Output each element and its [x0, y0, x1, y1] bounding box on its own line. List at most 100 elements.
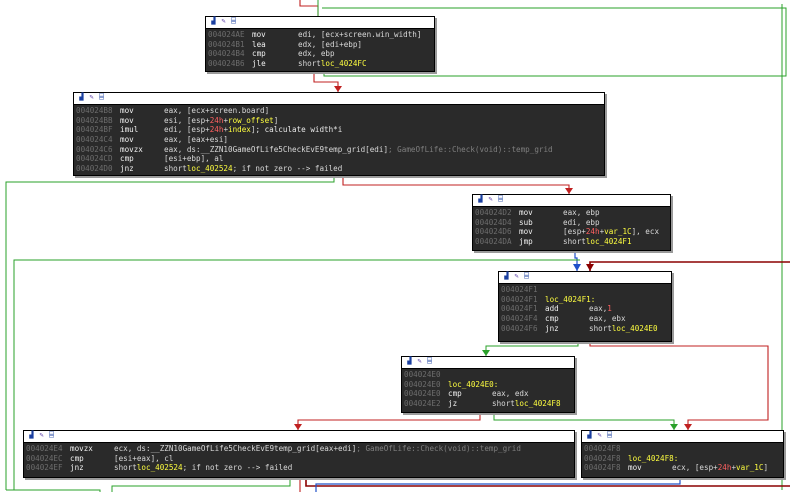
location-label[interactable]: loc_4024F1: — [545, 294, 596, 304]
edge-incoming-red — [299, 0, 319, 16]
block-header: ▟ ✎ ⌸ — [402, 357, 574, 369]
jump-label[interactable]: loc_402524 — [136, 463, 183, 473]
jump-label[interactable]: loc_402524 — [186, 164, 233, 174]
jump-label[interactable]: loc_4024F8 — [514, 399, 561, 409]
operands: ecx, ds:__ZZN10GameOfLife5CheckEvE9temp_… — [114, 444, 357, 453]
address: 004024C4 — [76, 135, 113, 145]
xref-icon[interactable]: ⌸ — [607, 431, 612, 439]
edge-back — [589, 261, 790, 271]
block-header: ▟ ✎ ⌸ — [206, 17, 434, 29]
jump-label[interactable]: loc_4024FC — [320, 59, 367, 69]
xref-icon[interactable]: ⌸ — [231, 17, 236, 25]
graph-icon[interactable]: ▟ — [478, 195, 483, 203]
immediate-value: 1 — [607, 304, 612, 314]
operands: eax, ebp — [563, 208, 600, 217]
operands: short — [114, 463, 137, 473]
graph-icon[interactable]: ▟ — [79, 93, 84, 101]
mnemonic: movzx — [70, 444, 93, 453]
graph-icon[interactable]: ▟ — [29, 431, 34, 439]
rename-icon[interactable]: ✎ — [488, 195, 493, 203]
mnemonic: cmp — [70, 453, 84, 463]
rename-icon[interactable]: ✎ — [417, 357, 422, 365]
location-label[interactable]: loc_4024F8: — [628, 453, 679, 463]
asm-line[interactable]: 004024E0 — [404, 370, 572, 380]
arrow-head — [586, 264, 594, 271]
graph-icon[interactable]: ▟ — [587, 431, 592, 439]
address: 004024B8 — [76, 106, 113, 115]
mnemonic: mov — [628, 463, 642, 473]
xref-icon[interactable]: ⌸ — [524, 272, 529, 280]
asm-line[interactable]: 004024E0 loc_4024E0: — [404, 380, 572, 390]
edge-jnz-true — [5, 174, 335, 490]
asm-line[interactable]: 004024F8 — [584, 444, 781, 454]
address: 004024B6 — [208, 59, 245, 69]
operands: eax, [ecx+screen.board] — [164, 106, 270, 115]
edge-bottom-red — [305, 476, 790, 487]
xref-icon[interactable]: ⌸ — [99, 93, 104, 101]
xref-icon[interactable]: ⌸ — [427, 357, 432, 365]
asm-line[interactable]: 004024F1 — [501, 285, 669, 295]
location-label[interactable]: loc_4024E0: — [448, 379, 499, 389]
comment: ; if not zero --> failed — [232, 164, 343, 174]
operands: edi, [esp+24h+index] — [164, 125, 256, 135]
address: 004024CD — [76, 154, 113, 164]
address: 004024E0 — [404, 379, 441, 389]
mnemonic: jnz — [70, 463, 84, 473]
operands: esi, [esp+24h+row_offset] — [164, 115, 279, 125]
arrow-head — [294, 424, 302, 430]
mnemonic: cmp — [545, 314, 559, 324]
rename-icon[interactable]: ✎ — [597, 431, 602, 439]
graph-icon[interactable]: ▟ — [504, 272, 509, 280]
arrow-head — [334, 86, 342, 92]
jump-label[interactable]: loc_4024F1 — [585, 237, 632, 247]
graph-icon[interactable]: ▟ — [211, 17, 216, 25]
rename-icon[interactable]: ✎ — [221, 17, 226, 25]
operands: ecx, [esp+24h+var_1C] — [672, 463, 769, 473]
arrow-head — [482, 350, 490, 356]
rename-icon[interactable]: ✎ — [514, 272, 519, 280]
jump-label[interactable]: loc_4024E0 — [611, 323, 658, 333]
rename-icon[interactable]: ✎ — [39, 431, 44, 439]
rename-icon[interactable]: ✎ — [89, 93, 94, 101]
block-header: ▟ ✎ ⌸ — [24, 431, 574, 443]
xref-icon[interactable]: ⌸ — [49, 431, 54, 439]
xref-icon[interactable]: ⌸ — [498, 195, 503, 203]
graph-icon[interactable]: ▟ — [407, 357, 412, 365]
